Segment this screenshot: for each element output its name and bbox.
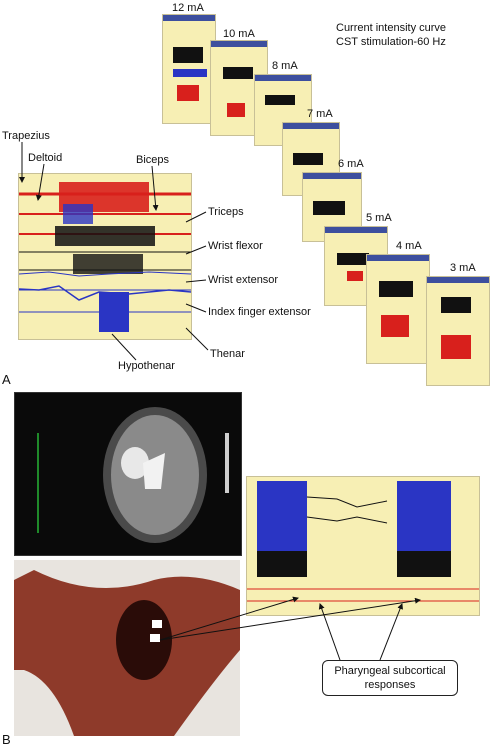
label-triceps: Triceps <box>208 206 244 218</box>
emg-panel-12ma <box>162 14 216 124</box>
current-label-5: 5 mA <box>366 212 392 224</box>
label-deltoid: Deltoid <box>28 152 63 164</box>
callout-line1: Pharyngeal subcortical <box>334 665 446 677</box>
label-wrist-extensor: Wrist extensor <box>208 274 279 286</box>
curve-title-line1: Current intensity curve <box>336 22 447 34</box>
pharyngeal-callout: Pharyngeal subcortical responses <box>322 660 458 696</box>
curve-title-line2: CST stimulation-60 Hz <box>336 36 446 48</box>
surgical-photo <box>14 560 240 736</box>
label-index-finger-extensor: Index finger extensor <box>208 306 311 318</box>
current-label-6: 6 mA <box>338 158 364 170</box>
label-wrist-flexor: Wrist flexor <box>208 240 263 252</box>
panel-a-letter: A <box>2 372 11 387</box>
current-label-3: 3 mA <box>450 262 476 274</box>
current-label-10: 10 mA <box>223 28 255 40</box>
pharyngeal-emg-panel <box>246 476 480 616</box>
current-label-7: 7 mA <box>307 108 333 120</box>
panel-b-letter: B <box>2 732 11 747</box>
label-thenar: Thenar <box>210 348 245 360</box>
emg-panel-5ma <box>324 226 388 306</box>
current-label-12: 12 mA <box>172 2 204 14</box>
current-label-8: 8 mA <box>272 60 298 72</box>
callout-line2: responses <box>364 679 416 691</box>
label-trapezius: Trapezius <box>2 130 50 142</box>
label-hypothenar: Hypothenar <box>118 360 175 372</box>
mri-image <box>14 392 242 556</box>
label-biceps: Biceps <box>136 154 170 166</box>
emg-panel-4ma <box>366 254 430 364</box>
emg-panel-3ma <box>426 276 490 386</box>
emg-main-panel <box>18 173 192 340</box>
current-label-4: 4 mA <box>396 240 422 252</box>
